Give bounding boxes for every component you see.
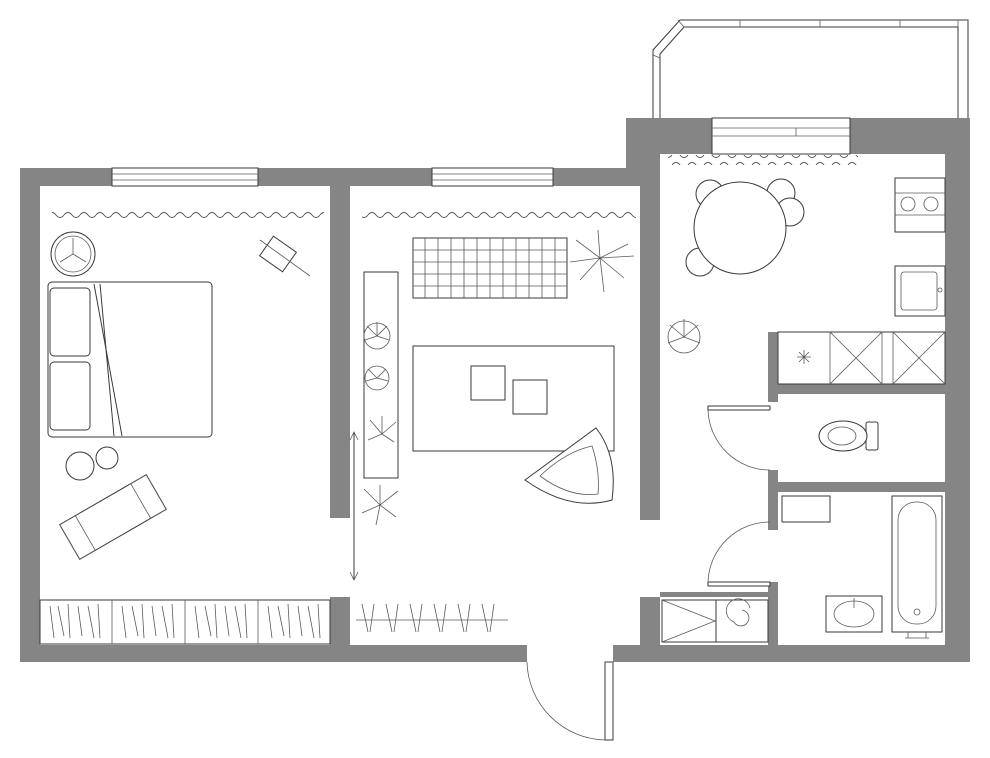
door-bathroom	[707, 521, 771, 587]
entry-door	[526, 661, 614, 741]
floor-hall-right	[660, 332, 768, 592]
storage-closet	[661, 598, 769, 643]
armchair	[524, 427, 614, 504]
bed	[47, 281, 213, 438]
plant-kitchen	[667, 319, 701, 354]
wall-toilet-bath	[768, 482, 945, 492]
wall-top-mid	[258, 168, 432, 186]
pillow-bottom	[49, 361, 91, 431]
shoe-rack-hall	[356, 603, 508, 633]
curtain-kitchen	[668, 155, 858, 165]
toilet-room	[707, 405, 879, 471]
curtain-bedroom	[52, 209, 324, 219]
kitchen	[667, 177, 946, 385]
washing-machine	[781, 495, 831, 523]
pillow-top	[49, 287, 91, 357]
wall-kitchen-top-right	[850, 118, 970, 154]
bathroom	[707, 495, 943, 639]
kitchen-sink	[894, 265, 946, 317]
wall-partition-bedroom-living-low	[330, 597, 350, 645]
window-living	[431, 167, 554, 187]
stool-bedroom	[258, 235, 311, 277]
bedroom	[39, 231, 331, 645]
bathtub	[891, 495, 943, 639]
wall-storage-top	[660, 592, 768, 597]
plant-living-3	[364, 365, 390, 391]
wall-bottom-main	[20, 645, 527, 662]
kitchen-counter	[777, 331, 946, 385]
wall-bedroom-outer	[20, 168, 112, 597]
coffee-tables	[470, 365, 548, 415]
living-room	[349, 229, 635, 633]
wall-partition-hall-low	[640, 597, 660, 645]
door-toilet	[707, 405, 771, 471]
plant-living-5	[361, 485, 399, 526]
plant-living-1	[569, 229, 635, 293]
toilet	[818, 420, 879, 452]
curtains	[52, 155, 858, 219]
washbasin	[825, 595, 883, 633]
wall-right-outer	[945, 154, 970, 662]
door-bedroom	[349, 431, 359, 581]
stove	[894, 177, 946, 233]
curtain-living	[362, 209, 636, 219]
window-kitchen	[711, 117, 851, 155]
wall-top-right-of-living	[553, 168, 626, 186]
tv-console	[363, 271, 399, 479]
wardrobe-bedroom	[39, 599, 331, 645]
round-table-bedroom	[50, 231, 96, 277]
wall-partition-living-kitchen	[626, 118, 712, 520]
balcony	[652, 19, 969, 118]
wall-entry-right	[613, 645, 970, 662]
plant-living-4	[367, 416, 397, 443]
wall-bath-left-2	[768, 596, 778, 636]
dining-table	[685, 178, 805, 277]
windows	[111, 117, 851, 187]
window-bedroom	[111, 167, 259, 187]
chaise-lounge	[59, 473, 167, 561]
plant-living-2	[363, 322, 391, 350]
floor-hall-closet	[350, 597, 508, 645]
wall-toilet-left	[768, 470, 778, 530]
walls	[20, 118, 970, 662]
wall-partition-bedroom-living	[330, 186, 350, 518]
side-tables	[65, 446, 119, 481]
wall-entry-left-stub	[508, 645, 527, 662]
sofa	[412, 237, 568, 299]
